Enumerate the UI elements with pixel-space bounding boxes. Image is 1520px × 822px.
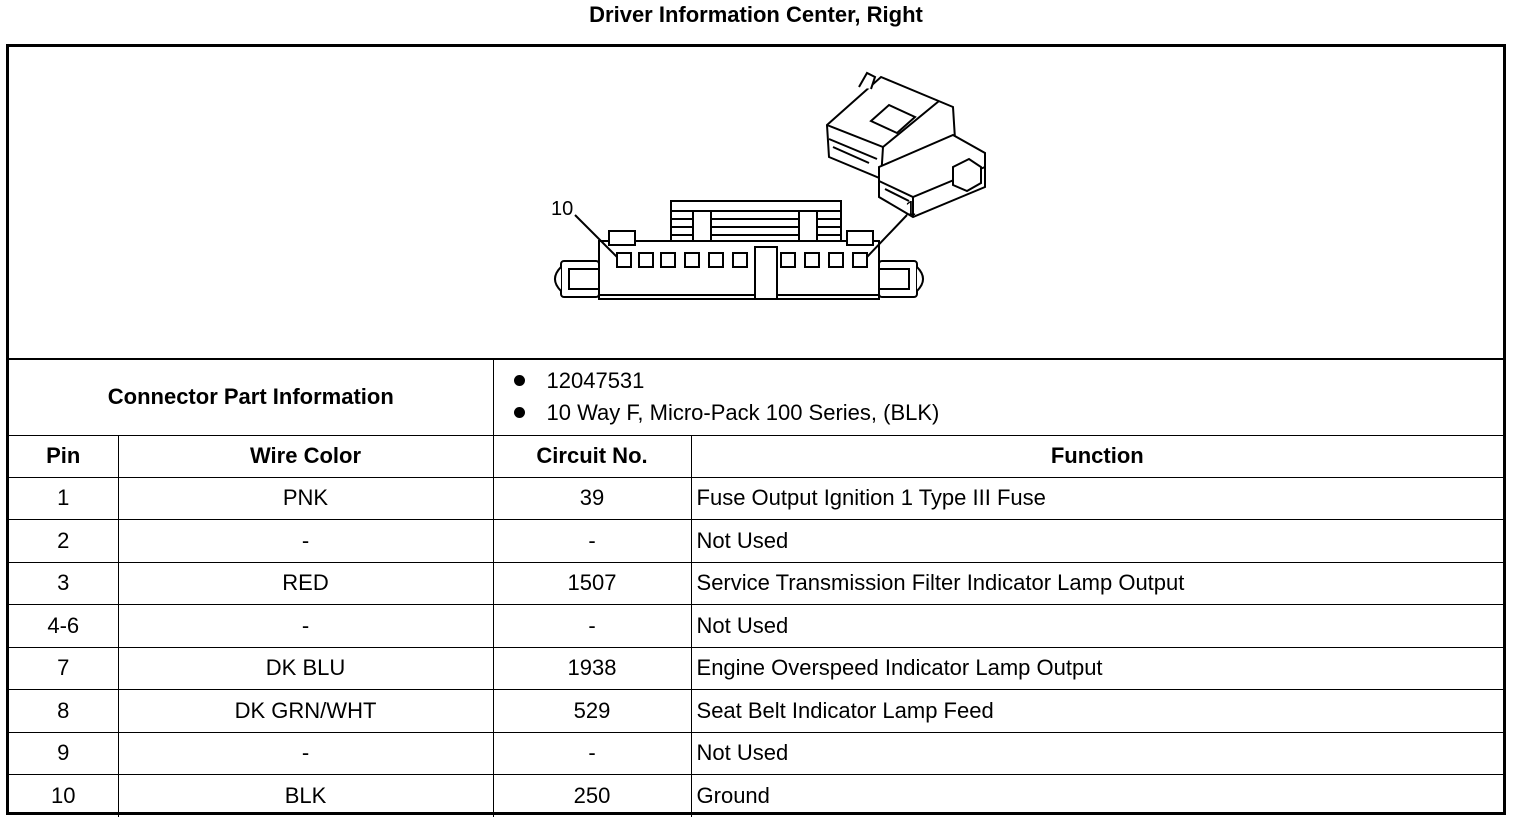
pin-10-leader [574,214,618,258]
pin-cell: 2 [9,519,119,563]
function-cell: Seat Belt Indicator Lamp Feed [690,689,1504,733]
connector-drawing: 10 1 [551,71,986,300]
connector-info-label: Connector Part Information [9,360,494,436]
column-header-function: Function [690,434,1504,478]
column-header-wire-color: Wire Color [117,434,494,478]
table-row: 9 - - Not Used [9,731,1504,775]
pinout-table: Connector Part Information 12047531 10 W… [9,360,1504,817]
circuit-cell: - [492,731,692,775]
column-header-pin: Pin [9,434,119,478]
circuit-cell: 529 [492,689,692,733]
circuit-cell: 1938 [492,646,692,690]
pin-cell: 9 [9,731,119,775]
circuit-cell: - [492,519,692,563]
pin-cell: 8 [9,689,119,733]
circuit-cell: - [492,604,692,648]
table-row: 3 RED 1507 Service Transmission Filter I… [9,561,1504,605]
connector-info-row: Connector Part Information 12047531 10 W… [9,360,1504,436]
wire-color-cell: BLK [117,774,494,817]
function-cell: Fuse Output Ignition 1 Type III Fuse [690,476,1504,520]
function-cell: Not Used [690,731,1504,775]
function-cell: Service Transmission Filter Indicator La… [690,561,1504,605]
connector-info-item: 10 Way F, Micro-Pack 100 Series, (BLK) [513,397,1504,429]
pin-cavities [616,252,868,268]
connector-diagram: 10 1 [9,47,1503,360]
pin-cell: 4-6 [9,604,119,648]
wire-color-cell: - [117,604,494,648]
wire-color-cell: - [117,519,494,563]
connector-iso-icon [825,71,986,219]
table-row: 2 - - Not Used [9,519,1504,563]
pin-cell: 7 [9,646,119,690]
connector-info-item: 12047531 [513,365,1504,397]
wire-color-cell: DK GRN/WHT [117,689,494,733]
bullet-icon [513,406,525,418]
bullet-icon [513,374,525,386]
circuit-cell: 1507 [492,561,692,605]
table-row: 1 PNK 39 Fuse Output Ignition 1 Type III… [9,476,1504,520]
wire-color-cell: PNK [117,476,494,520]
header-row: Pin Wire Color Circuit No. Function [9,434,1504,478]
page-title: Driver Information Center, Right [589,2,923,27]
wire-color-cell: DK BLU [117,646,494,690]
circuit-cell: 250 [492,774,692,817]
pin-1-leader [866,214,908,258]
function-cell: Engine Overspeed Indicator Lamp Output [690,646,1504,690]
pin-cell: 1 [9,476,119,520]
table-row: 8 DK GRN/WHT 529 Seat Belt Indicator Lam… [9,689,1504,733]
column-header-circuit-no: Circuit No. [492,434,692,478]
connector-frame: 10 1 Connector Part Information 12047531… [6,44,1506,817]
connector-info-list: 12047531 10 Way F, Micro-Pack 100 Series… [492,360,1504,436]
table-row: 7 DK BLU 1938 Engine Overspeed Indicator… [9,646,1504,690]
circuit-cell: 39 [492,476,692,520]
connector-front-icon [554,200,924,300]
wire-color-cell: RED [117,561,494,605]
function-cell: Not Used [690,519,1504,563]
table-row: 10 BLK 250 Ground [9,774,1504,817]
pin-cell: 3 [9,561,119,605]
function-cell: Not Used [690,604,1504,648]
pin-cell: 10 [9,774,119,817]
pin-10-label: 10 [551,198,573,220]
function-cell: Ground [690,774,1504,817]
table-row: 4-6 - - Not Used [9,604,1504,648]
pin-1-label: 1 [905,198,916,220]
wire-color-cell: - [117,731,494,775]
